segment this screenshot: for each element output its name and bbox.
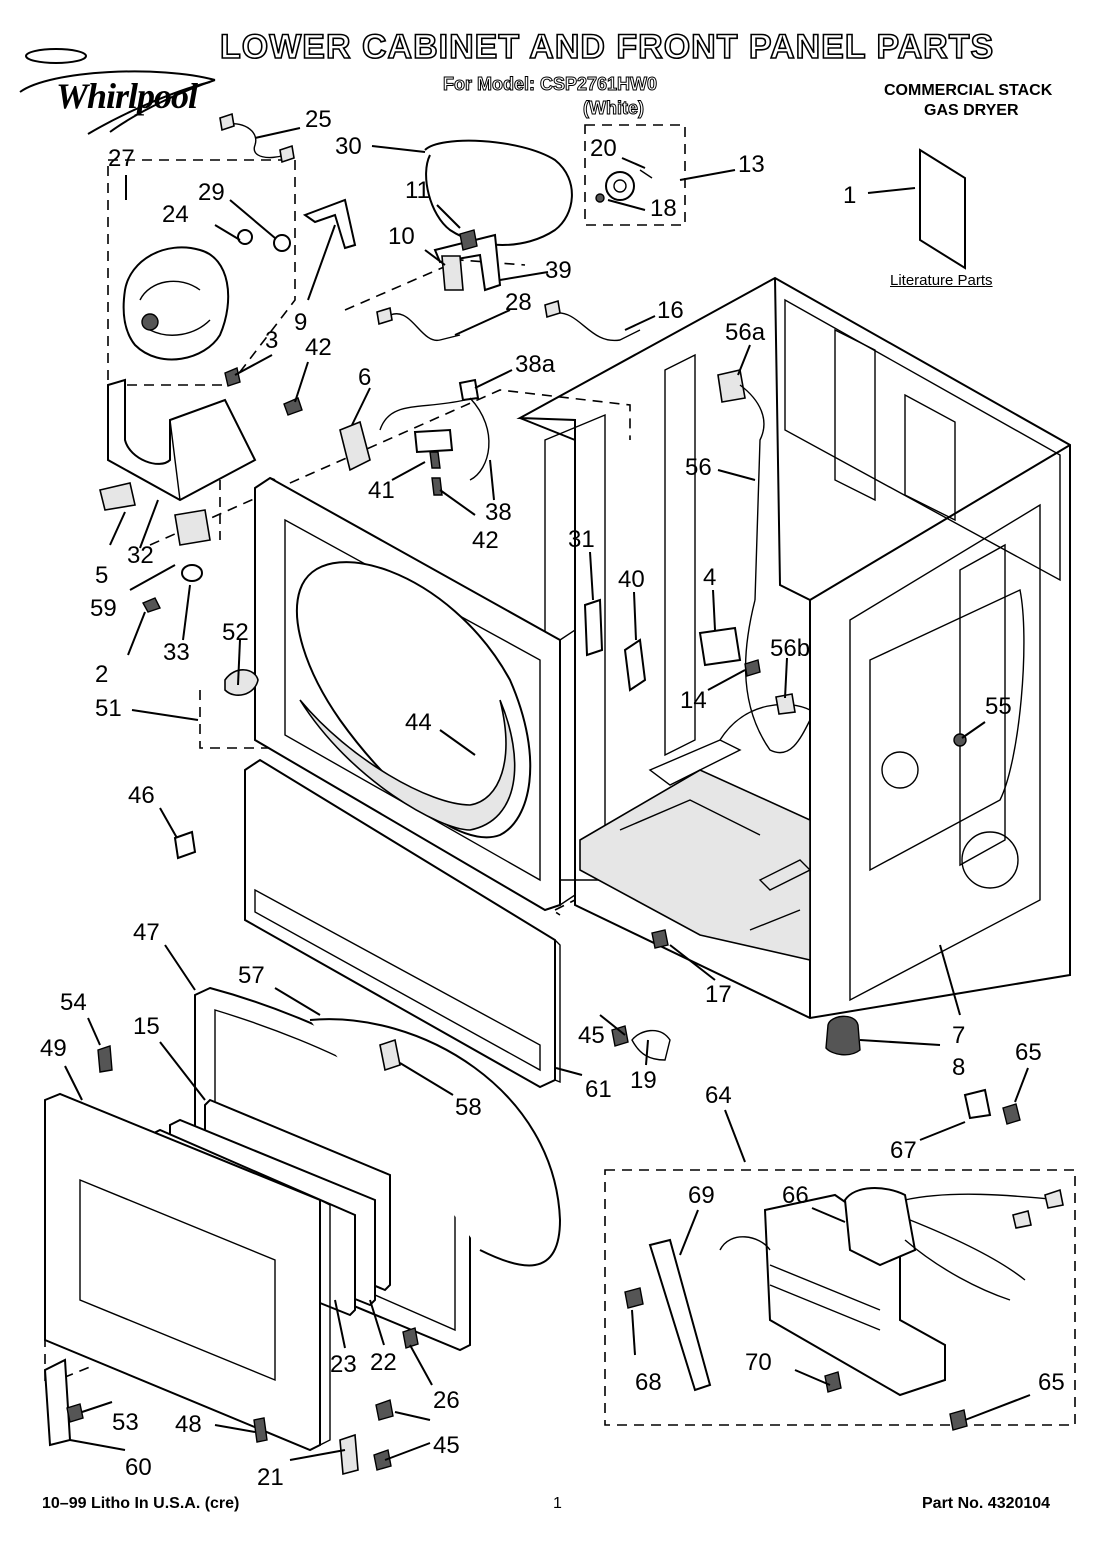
callout-49: 49: [40, 1035, 67, 1062]
callout-5: 5: [95, 562, 108, 589]
switches-drawing: [339, 420, 647, 692]
callout-55: 55: [985, 693, 1012, 720]
callout-3: 3: [265, 327, 278, 354]
callout-18: 18: [650, 195, 677, 222]
callout-52: 52: [222, 619, 249, 646]
idler-assembly-drawing: [433, 229, 502, 292]
front-panel-drawing: [254, 476, 576, 912]
callout-38: 38: [485, 499, 512, 526]
footer-part-number: Part No. 4320104: [922, 1495, 1051, 1512]
callout-56a: 56a: [725, 319, 766, 346]
callout-15: 15: [133, 1013, 160, 1040]
whirlpool-logo: Whirlpool: [10, 40, 225, 140]
callout-22: 22: [370, 1349, 397, 1376]
callout-51: 51: [95, 695, 122, 722]
motor-mount-drawing: [99, 367, 303, 613]
callout-31: 31: [568, 526, 595, 553]
callout-27: 27: [108, 145, 135, 172]
callout-30: 30: [335, 133, 362, 160]
gas-valve-assembly-drawing: [624, 1187, 1064, 1431]
callout-32: 32: [127, 542, 154, 569]
logo-swoosh-icon: [19, 48, 216, 135]
model-number: For Model: CSP2761HW0: [442, 74, 658, 95]
callout-47: 47: [133, 919, 160, 946]
callout-58: 58: [455, 1094, 482, 1121]
small-hardware-drawing: [66, 669, 1021, 1476]
footer-page-number: 1: [553, 1495, 562, 1512]
belt-drawing: [424, 139, 573, 246]
callout-44: 44: [405, 709, 432, 736]
callout-1: 1: [843, 182, 856, 209]
callout-25: 25: [305, 106, 332, 133]
callout-8: 8: [952, 1054, 965, 1081]
callout-67: 67: [890, 1137, 917, 1164]
model-color: (White): [583, 98, 645, 119]
literature-booklet-icon: [919, 148, 966, 270]
brand-name: Whirlpool: [56, 76, 198, 116]
callout-56: 56: [685, 454, 712, 481]
callout-53: 53: [112, 1409, 139, 1436]
product-type-line-2: GAS DRYER: [924, 102, 1019, 119]
callout-21: 21: [257, 1464, 284, 1491]
callout-9: 9: [294, 309, 307, 336]
main-harness-drawing: [698, 369, 967, 754]
motor-drawing: [122, 198, 357, 361]
door-assembly-drawing: [44, 986, 562, 1452]
toe-panel-drawing: [244, 758, 561, 1089]
callout-42: 42: [305, 334, 332, 361]
callout-48: 48: [175, 1411, 202, 1438]
callout-24: 24: [162, 201, 189, 228]
callout-20: 20: [590, 135, 617, 162]
door-hinge-drawing: [43, 1358, 72, 1447]
callout-45: 45: [578, 1022, 605, 1049]
callout-6: 6: [358, 364, 371, 391]
callout-42-b: 42: [472, 527, 499, 554]
product-type-line-1: COMMERCIAL STACK: [884, 82, 1053, 99]
callout-33: 33: [163, 639, 190, 666]
callout-40: 40: [618, 566, 645, 593]
callout-4: 4: [703, 564, 716, 591]
callout-7: 7: [952, 1022, 965, 1049]
callout-38a: 38a: [515, 351, 556, 378]
wire-harnesses-drawing: [219, 112, 641, 496]
callout-54: 54: [60, 989, 87, 1016]
callout-10: 10: [388, 223, 415, 250]
callout-59: 59: [90, 595, 117, 622]
callout-labels: 25 30 27 29 24 9 11 10 39 28 20 13 18 1 …: [40, 106, 1065, 1491]
callout-29: 29: [198, 179, 225, 206]
drum-pulley-drawing: [595, 169, 653, 203]
callout-14: 14: [680, 687, 707, 714]
callout-69: 69: [688, 1182, 715, 1209]
callout-60: 60: [125, 1454, 152, 1481]
callout-28: 28: [505, 289, 532, 316]
callout-65-b: 65: [1038, 1369, 1065, 1396]
callout-41: 41: [368, 477, 395, 504]
callout-39: 39: [545, 257, 572, 284]
callout-57: 57: [238, 962, 265, 989]
callout-45-b: 45: [433, 1432, 460, 1459]
callout-68: 68: [635, 1369, 662, 1396]
footer-print-info: 10–99 Litho In U.S.A. (cre): [42, 1495, 240, 1512]
callout-66: 66: [782, 1182, 809, 1209]
callout-70: 70: [745, 1349, 772, 1376]
callout-17: 17: [705, 981, 732, 1008]
callout-61: 61: [585, 1076, 612, 1103]
callout-23: 23: [330, 1351, 357, 1378]
callout-64: 64: [705, 1082, 732, 1109]
literature-parts-label: Literature Parts: [890, 272, 993, 289]
callout-2: 2: [95, 661, 108, 688]
callout-13: 13: [738, 151, 765, 178]
callout-26: 26: [433, 1387, 460, 1414]
callout-56b: 56b: [770, 635, 810, 662]
page-title: LOWER CABINET AND FRONT PANEL PARTS: [219, 27, 995, 67]
cabinet-drawing: [516, 276, 1071, 1020]
leader-lines: [64, 127, 1031, 1461]
callout-11: 11: [405, 177, 430, 204]
callout-16: 16: [657, 297, 684, 324]
callout-19: 19: [630, 1067, 657, 1094]
callout-65: 65: [1015, 1039, 1042, 1066]
callout-46: 46: [128, 782, 155, 809]
